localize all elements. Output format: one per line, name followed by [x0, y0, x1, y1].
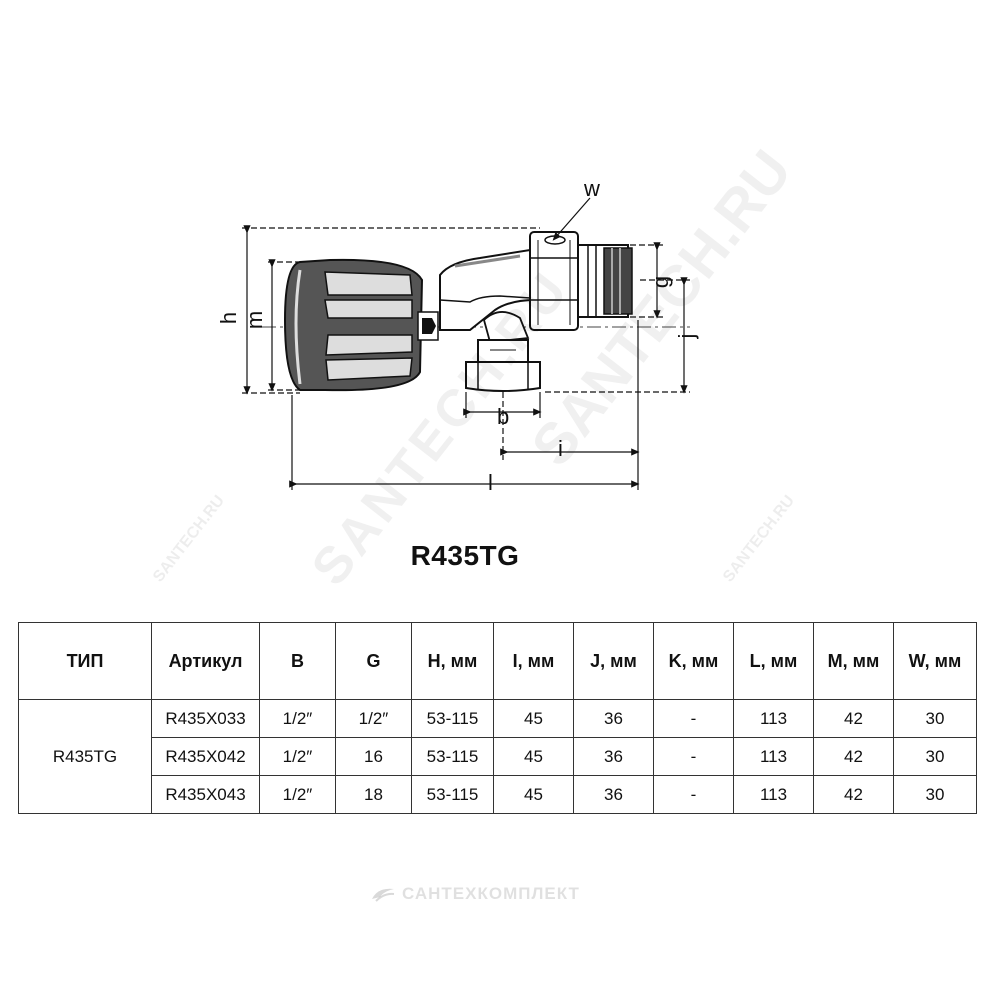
table-cell: 45 — [493, 775, 574, 814]
table-cell: 53-115 — [411, 775, 494, 814]
table-header-cell: L, мм — [733, 622, 814, 700]
dim-label-m: m — [242, 311, 267, 329]
type-cell: R435TG — [18, 699, 152, 814]
dim-label-i: i — [558, 436, 563, 461]
footer-brand-text: САНТЕХКОМПЛЕКТ — [402, 884, 580, 903]
table-cell: 42 — [813, 699, 894, 738]
table-header-cell: M, мм — [813, 622, 894, 700]
table-cell: 42 — [813, 775, 894, 814]
table-cell: 1/2″ — [259, 699, 336, 738]
table-cell: 30 — [893, 775, 977, 814]
brand-logo-icon — [372, 888, 395, 902]
dim-label-w: w — [583, 176, 600, 201]
thermostatic-head — [283, 258, 439, 392]
table-header-cell: ТИП — [18, 622, 152, 700]
table-cell: R435X033 — [151, 699, 260, 738]
table-header-cell: Артикул — [151, 622, 260, 700]
table-cell: 30 — [893, 699, 977, 738]
table-cell: - — [653, 737, 734, 776]
table-cell: 18 — [335, 775, 412, 814]
dim-label-b: b — [497, 404, 509, 429]
thread-connector — [577, 244, 633, 318]
table-cell: R435X042 — [151, 737, 260, 776]
valve-body — [439, 248, 537, 343]
table-cell: 1/2″ — [259, 737, 336, 776]
dimension-lines — [242, 197, 690, 490]
dim-label-j: j — [674, 334, 699, 340]
hex-nut — [529, 231, 579, 331]
table-cell: 53-115 — [411, 737, 494, 776]
table-cell: 45 — [493, 699, 574, 738]
table-cell: 113 — [733, 699, 814, 738]
table-cell: 45 — [493, 737, 574, 776]
table-header-cell: J, мм — [573, 622, 654, 700]
table-cell: - — [653, 699, 734, 738]
table-cell: 36 — [573, 699, 654, 738]
table-cell: 1/2″ — [335, 699, 412, 738]
table-cell: 30 — [893, 737, 977, 776]
table-header-cell: I, мм — [493, 622, 574, 700]
table-cell: 42 — [813, 737, 894, 776]
table-cell: 36 — [573, 775, 654, 814]
table-header-cell: B — [259, 622, 336, 700]
dim-label-g: g — [648, 276, 673, 288]
table-cell: 16 — [335, 737, 412, 776]
dim-label-h: h — [216, 312, 241, 324]
table-header-cell: K, мм — [653, 622, 734, 700]
dim-label-l: l — [488, 470, 493, 495]
table-header-cell: H, мм — [411, 622, 494, 700]
table-cell: 1/2″ — [259, 775, 336, 814]
bottom-outlet — [465, 339, 541, 392]
footer-brand-watermark: САНТЕХКОМПЛЕКТ — [370, 884, 580, 904]
table-cell: 36 — [573, 737, 654, 776]
table-header-cell: G — [335, 622, 412, 700]
table-cell: R435X043 — [151, 775, 260, 814]
table-header-cell: W, мм — [893, 622, 977, 700]
table-cell: 53-115 — [411, 699, 494, 738]
table-cell: 113 — [733, 775, 814, 814]
valve-technical-drawing: SANTECH.RU — [216, 138, 804, 495]
model-title: R435TG — [410, 540, 520, 571]
table-cell: 113 — [733, 737, 814, 776]
table-cell: - — [653, 775, 734, 814]
